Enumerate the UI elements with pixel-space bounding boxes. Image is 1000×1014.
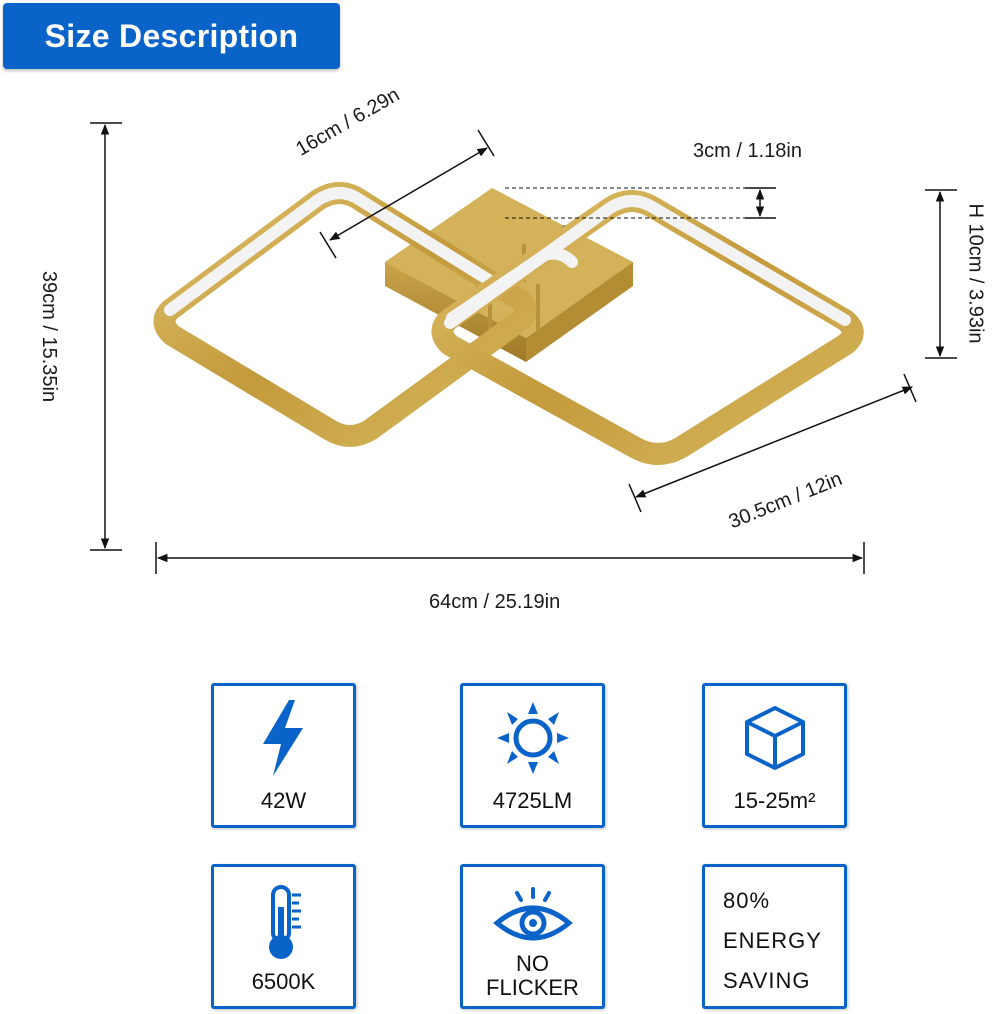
canopy-depth-label: 3cm / 1.18in (693, 140, 802, 162)
energy-saving-line1: 80% (723, 888, 771, 913)
right-ring (431, 190, 864, 465)
thermometer-icon (268, 885, 301, 959)
feature-lumens-label: 4725LM (492, 788, 573, 813)
feature-color-temp-label: 6500K (251, 969, 316, 994)
total-width-label: 64cm / 25.19in (429, 591, 561, 613)
dimension-lines (90, 122, 957, 574)
total-height-label: 39cm / 15.35in (38, 270, 61, 403)
feature-no-flicker: NO FLICKER (460, 864, 605, 1009)
lightning-icon (262, 700, 303, 776)
eye-icon (492, 887, 573, 941)
title-badge: Size Description (3, 3, 340, 69)
energy-saving-line2: ENERGY (723, 928, 822, 953)
sun-icon (496, 702, 569, 774)
lamp-diagram (90, 122, 957, 574)
feature-power: 42W (211, 683, 356, 828)
feature-no-flicker-label: NO FLICKER (463, 952, 602, 1000)
page-title: Size Description (44, 17, 299, 54)
energy-saving-text: 80% ENERGY SAVING (723, 881, 822, 1001)
energy-saving-line3: SAVING (723, 968, 811, 993)
no-flicker-line1: NO (516, 951, 549, 976)
height-label: H 10cm / 3.93in (964, 203, 987, 344)
feature-power-label: 42W (260, 788, 307, 813)
feature-color-temp: 6500K (211, 864, 356, 1009)
canopy-guide-lines (505, 187, 745, 219)
feature-area: 15-25m² (702, 683, 847, 828)
feature-energy-saving: 80% ENERGY SAVING (702, 864, 847, 1009)
feature-area-label: 15-25m² (733, 788, 816, 813)
feature-lumens: 4725LM (460, 683, 605, 828)
no-flicker-line2: FLICKER (486, 975, 579, 1000)
cube-icon (744, 706, 805, 770)
